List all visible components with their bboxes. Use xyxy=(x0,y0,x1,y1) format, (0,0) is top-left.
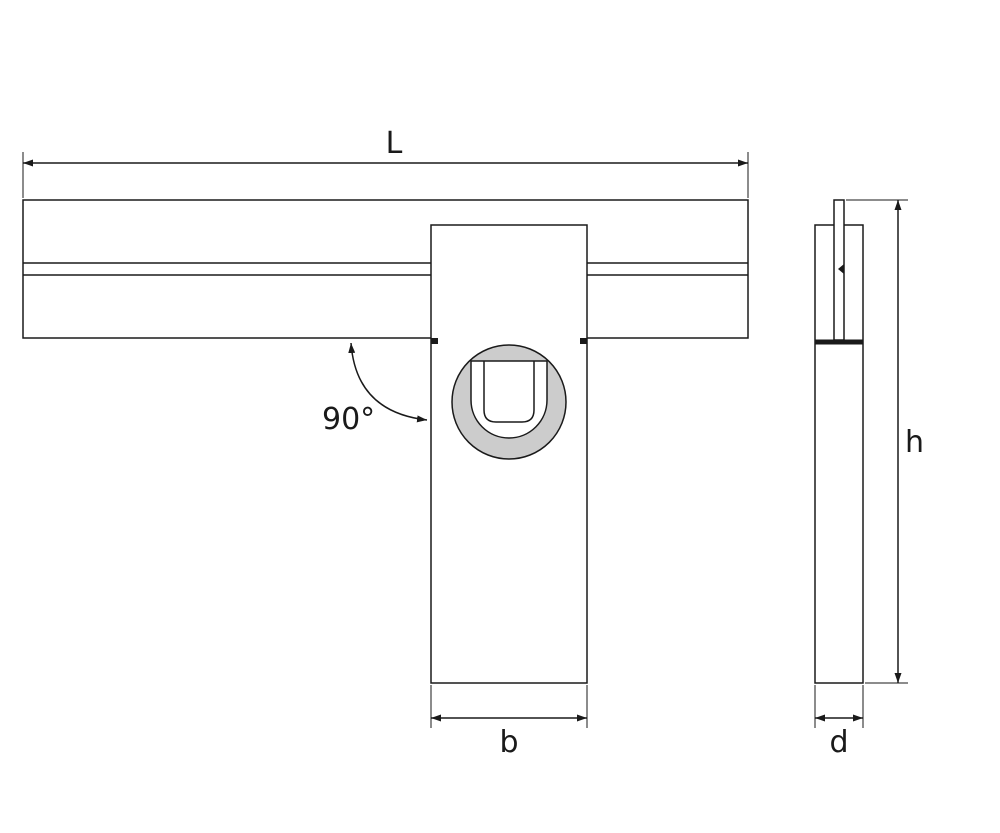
angle-arc xyxy=(348,342,428,423)
height-label: h xyxy=(905,425,924,460)
ring-u-slot-inner xyxy=(483,361,535,423)
dimension-length: L xyxy=(22,126,749,198)
dimension-blade-width: b xyxy=(430,685,588,760)
side-pin-mark xyxy=(838,264,844,274)
angle-label: 90° xyxy=(322,402,375,437)
stock-body xyxy=(22,199,749,339)
front-view xyxy=(22,199,749,684)
dimension-height: h xyxy=(846,199,924,684)
junction-tick-left xyxy=(431,338,438,344)
dimension-angle: 90° xyxy=(322,342,428,437)
d-label: d xyxy=(829,725,848,760)
length-label: L xyxy=(386,126,403,161)
b-label: b xyxy=(499,725,518,760)
junction-tick-right xyxy=(580,338,587,344)
dimension-thickness: d xyxy=(814,685,864,760)
ring-u-slot-outer xyxy=(470,360,548,439)
side-view xyxy=(814,199,864,684)
